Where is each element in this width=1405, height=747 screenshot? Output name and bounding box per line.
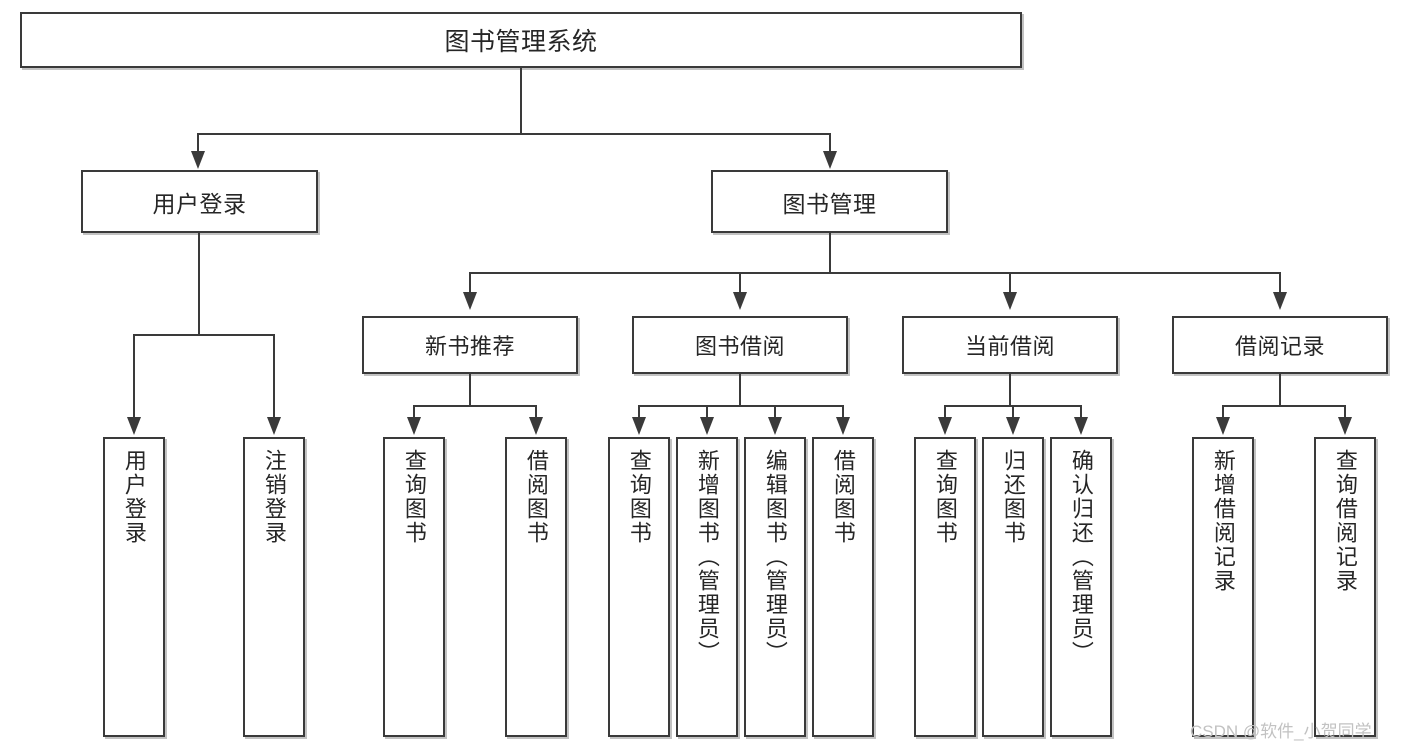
connector-book-management-stem bbox=[829, 233, 831, 273]
leaf-return-book[interactable]: 归还图书 bbox=[982, 437, 1044, 737]
arrow-to-leaf-query-book-3 bbox=[938, 417, 952, 435]
connector-current-borrow-drop-2 bbox=[1012, 405, 1014, 419]
leaf-label: 新增图书（管理员） bbox=[694, 449, 720, 665]
connector-user-login-drop-1 bbox=[133, 334, 135, 419]
arrow-to-book-management bbox=[823, 151, 837, 169]
leaf-label: 查询图书 bbox=[626, 449, 652, 545]
arrow-to-leaf-add-book bbox=[700, 417, 714, 435]
arrow-to-leaf-borrow-book-2 bbox=[836, 417, 850, 435]
arrow-to-user-login bbox=[191, 151, 205, 169]
connector-level1-drop-user bbox=[197, 133, 199, 153]
connector-user-login-bus bbox=[133, 334, 274, 336]
leaf-label: 查询图书 bbox=[932, 449, 958, 545]
node-label: 新书推荐 bbox=[424, 334, 515, 359]
node-label: 当前借阅 bbox=[964, 334, 1055, 359]
leaf-label: 借阅图书 bbox=[523, 449, 549, 545]
connector-new-book-stem bbox=[469, 374, 471, 406]
leaf-edit-book-admin[interactable]: 编辑图书（管理员） bbox=[744, 437, 806, 737]
connector-borrow-record-stem bbox=[1279, 374, 1281, 406]
connector-book-borrow-stem bbox=[739, 374, 741, 406]
leaf-borrow-book-recommend[interactable]: 借阅图书 bbox=[505, 437, 567, 737]
connector-current-borrow-drop-1 bbox=[944, 405, 946, 419]
leaf-query-book-current[interactable]: 查询图书 bbox=[914, 437, 976, 737]
leaf-label: 编辑图书（管理员） bbox=[762, 449, 788, 665]
leaf-logout[interactable]: 注销登录 bbox=[243, 437, 305, 737]
leaf-label: 归还图书 bbox=[1000, 449, 1026, 545]
connector-book-borrow-drop-1 bbox=[638, 405, 640, 419]
node-label: 图书借阅 bbox=[694, 334, 785, 359]
connector-new-book-drop-1 bbox=[413, 405, 415, 419]
leaf-add-book-admin[interactable]: 新增图书（管理员） bbox=[676, 437, 738, 737]
arrow-to-new-book-recommend bbox=[463, 292, 477, 310]
leaf-label: 注销登录 bbox=[261, 449, 287, 545]
leaf-query-borrow-record[interactable]: 查询借阅记录 bbox=[1314, 437, 1376, 737]
arrow-to-leaf-edit-book bbox=[768, 417, 782, 435]
leaf-label: 查询借阅记录 bbox=[1332, 449, 1358, 593]
leaf-label: 新增借阅记录 bbox=[1210, 449, 1236, 593]
connector-level2-drop-1 bbox=[469, 272, 471, 294]
node-book-borrow[interactable]: 图书借阅 bbox=[632, 316, 848, 374]
arrow-to-leaf-user-login bbox=[127, 417, 141, 435]
connector-current-borrow-drop-3 bbox=[1080, 405, 1082, 419]
node-label: 图书管理 bbox=[782, 190, 877, 217]
node-current-borrow[interactable]: 当前借阅 bbox=[902, 316, 1118, 374]
leaf-user-login[interactable]: 用户登录 bbox=[103, 437, 165, 737]
node-title-system[interactable]: 图书管理系统 bbox=[20, 12, 1022, 68]
connector-book-borrow-drop-4 bbox=[842, 405, 844, 419]
connector-borrow-record-drop-1 bbox=[1222, 405, 1224, 419]
connector-user-login-drop-2 bbox=[273, 334, 275, 419]
connector-level2-drop-3 bbox=[1009, 272, 1011, 294]
node-label: 借阅记录 bbox=[1234, 334, 1325, 359]
watermark-text: CSDN @软件_小贺同学 bbox=[1190, 722, 1372, 741]
leaf-add-borrow-record[interactable]: 新增借阅记录 bbox=[1192, 437, 1254, 737]
connector-level2-drop-4 bbox=[1279, 272, 1281, 294]
connector-borrow-record-bus bbox=[1222, 405, 1346, 407]
arrow-to-book-borrow bbox=[733, 292, 747, 310]
leaf-label: 用户登录 bbox=[121, 449, 147, 545]
leaf-query-book-recommend[interactable]: 查询图书 bbox=[383, 437, 445, 737]
connector-level2-bus bbox=[469, 272, 1280, 274]
connector-current-borrow-stem bbox=[1009, 374, 1011, 406]
leaf-label: 确认归还（管理员） bbox=[1068, 449, 1094, 665]
node-new-book-recommend[interactable]: 新书推荐 bbox=[362, 316, 578, 374]
node-borrow-record[interactable]: 借阅记录 bbox=[1172, 316, 1388, 374]
node-label: 图书管理系统 bbox=[444, 28, 598, 56]
csdn-watermark: CSDN @软件_小贺同学 bbox=[1190, 717, 1372, 742]
leaf-query-book-borrow[interactable]: 查询图书 bbox=[608, 437, 670, 737]
connector-new-book-drop-2 bbox=[535, 405, 537, 419]
connector-title-stem bbox=[520, 68, 522, 134]
arrow-to-leaf-return-book bbox=[1006, 417, 1020, 435]
node-book-management[interactable]: 图书管理 bbox=[711, 170, 948, 233]
connector-new-book-bus bbox=[413, 405, 537, 407]
connector-level1-bus bbox=[197, 133, 831, 135]
arrow-to-leaf-logout bbox=[267, 417, 281, 435]
leaf-confirm-return-admin[interactable]: 确认归还（管理员） bbox=[1050, 437, 1112, 737]
connector-level1-drop-book bbox=[829, 133, 831, 153]
arrow-to-leaf-borrow-book-1 bbox=[529, 417, 543, 435]
node-user-login[interactable]: 用户登录 bbox=[81, 170, 318, 233]
leaf-label: 借阅图书 bbox=[830, 449, 856, 545]
leaf-label: 查询图书 bbox=[401, 449, 427, 545]
connector-book-borrow-drop-3 bbox=[774, 405, 776, 419]
connector-user-login-stem bbox=[198, 233, 200, 335]
arrow-to-leaf-confirm-return bbox=[1074, 417, 1088, 435]
leaf-borrow-book[interactable]: 借阅图书 bbox=[812, 437, 874, 737]
arrow-to-leaf-add-record bbox=[1216, 417, 1230, 435]
node-label: 用户登录 bbox=[152, 190, 247, 217]
arrow-to-leaf-query-record bbox=[1338, 417, 1352, 435]
connector-borrow-record-drop-2 bbox=[1344, 405, 1346, 419]
arrow-to-leaf-query-book-2 bbox=[632, 417, 646, 435]
arrow-to-borrow-record bbox=[1273, 292, 1287, 310]
connector-book-borrow-bus bbox=[638, 405, 844, 407]
arrow-to-leaf-query-book-1 bbox=[407, 417, 421, 435]
arrow-to-current-borrow bbox=[1003, 292, 1017, 310]
connector-level2-drop-2 bbox=[739, 272, 741, 294]
connector-book-borrow-drop-2 bbox=[706, 405, 708, 419]
